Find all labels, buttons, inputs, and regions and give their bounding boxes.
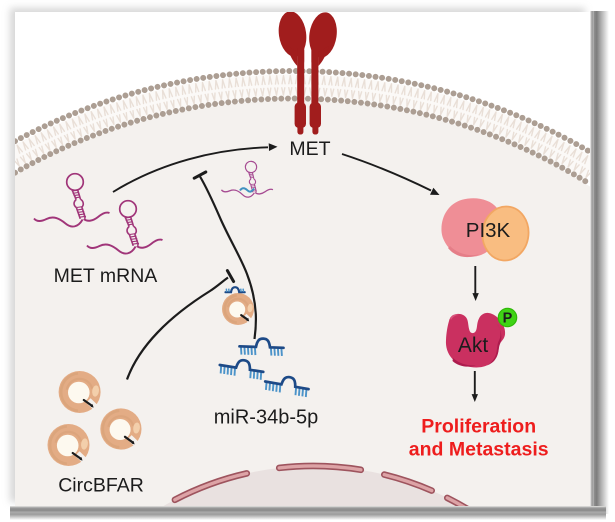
svg-text:PI3K: PI3K	[466, 219, 511, 242]
svg-text:MET mRNA: MET mRNA	[54, 265, 158, 287]
svg-text:miR-34b-5p: miR-34b-5p	[214, 407, 318, 429]
svg-text:P: P	[503, 311, 513, 327]
svg-text:Akt: Akt	[458, 334, 489, 357]
svg-text:Proliferation: Proliferation	[421, 416, 536, 438]
svg-text:MET: MET	[289, 138, 330, 160]
svg-text:CircBFAR: CircBFAR	[58, 475, 144, 497]
svg-text:and Metastasis: and Metastasis	[409, 439, 549, 461]
